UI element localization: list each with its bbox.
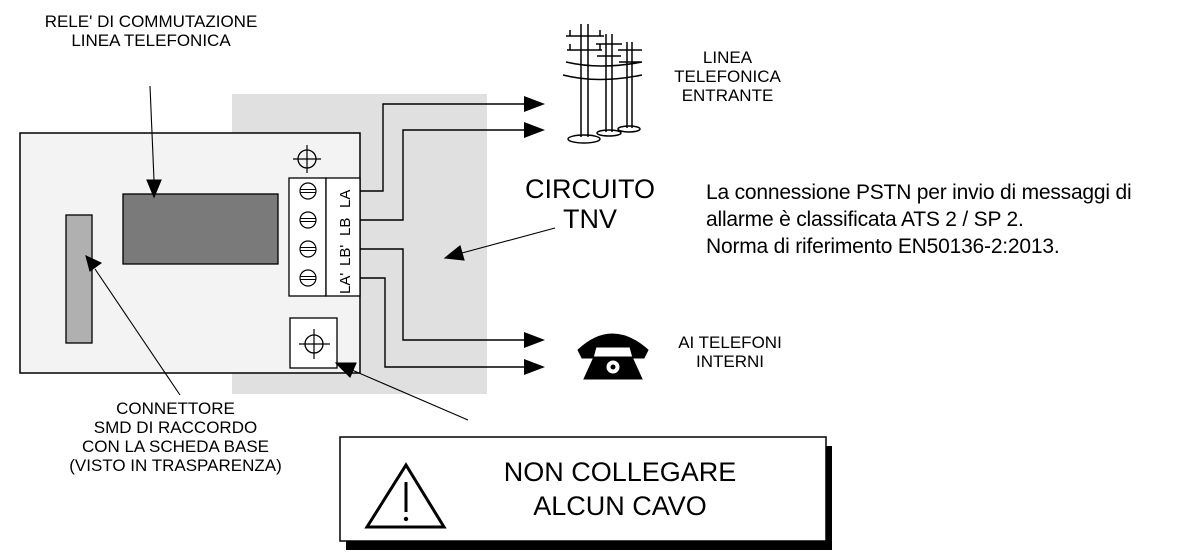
internal-phones-label-line-2: INTERNI (696, 352, 764, 372)
connector-leader-arrow (85, 255, 103, 272)
internal-phones-label: AI TELEFONI INTERNI (660, 333, 800, 371)
circuit-leader (461, 227, 556, 254)
connector-label-line-3: CON LA SCHEDA BASE (81, 437, 270, 457)
terminal-label-lb: LB (337, 218, 354, 236)
arrow-head-2 (524, 122, 545, 138)
arrow-head-1 (524, 96, 545, 112)
wire-lb-prime (360, 248, 525, 341)
circuit-label-line-1: CIRCUITO (524, 174, 655, 204)
connector-label-line-4: (VISTO IN TRASPARENZA) (69, 456, 282, 476)
telephone-poles-icon (562, 24, 643, 144)
connector-label-line-1: CONNETTORE (116, 399, 235, 418)
leader-lines (85, 85, 556, 421)
warning-text-line-2: ALCUN CAVO (533, 490, 707, 521)
pstn-note: La connessione PSTN per invio di messagg… (706, 180, 1132, 261)
terminal-block: LA LB LB' LA' (288, 177, 361, 297)
smd-connector (65, 214, 93, 344)
relay-leader-arrow (146, 179, 162, 199)
wires (360, 103, 525, 368)
terminal-screw-4 (299, 269, 317, 287)
incoming-line-label: LINEA TELEFONICA ENTRANTE (660, 48, 795, 105)
connector-leader (94, 268, 181, 396)
connector-label-line-2: SMD DI RACCORDO (93, 418, 258, 438)
terminal-label-la: LA (337, 190, 354, 208)
relay-label-line-2: LINEA TELEFONICA (71, 31, 231, 51)
warning-triangle-icon (364, 462, 447, 529)
relay-block (122, 193, 279, 265)
warning-text-line-1: NON COLLEGARE (503, 457, 737, 487)
wire-la-prime (360, 277, 525, 368)
incoming-line-label-line-3: ENTRANTE (681, 86, 774, 106)
relay-label: RELE' DI COMMUTAZIONE LINEA TELEFONICA (26, 12, 276, 50)
pstn-note-line-1: La connessione PSTN per invio di messagg… (706, 181, 1132, 204)
warning-leader-arrow (334, 362, 357, 378)
pstn-note-line-2: allarme è classificata ATS 2 / SP 2. (706, 207, 1024, 231)
warning-text: NON COLLEGARE ALCUN CAVO (470, 456, 770, 524)
terminal-screw-2 (299, 211, 317, 229)
telephone-icon (577, 333, 649, 380)
incoming-line-label-line-1: LINEA (702, 48, 753, 67)
arrow-head-4 (524, 359, 545, 375)
terminal-label-la-prime: LA' (337, 273, 354, 294)
circuit-label: CIRCUITO TNV (500, 174, 680, 234)
terminal-screw-1 (299, 182, 317, 200)
circuit-label-line-2: TNV (563, 203, 617, 234)
warning-leader (351, 369, 469, 421)
wire-la (360, 103, 525, 192)
wire-lb (360, 129, 525, 221)
terminal-screw-3 (299, 240, 317, 258)
circuit-leader-arrow (443, 245, 465, 261)
warning-box (339, 436, 832, 550)
arrow-head-3 (524, 332, 545, 348)
relay-label-line-1: RELE' DI COMMUTAZIONE (44, 12, 258, 31)
incoming-line-label-line-2: TELEFONICA (674, 67, 781, 87)
internal-phones-label-line-1: AI TELEFONI (678, 333, 782, 352)
top-screw-icon (293, 145, 321, 173)
terminal-label-lb-prime: LB' (337, 245, 354, 266)
relay-leader (149, 85, 155, 181)
connector-label: CONNETTORE SMD DI RACCORDO CON LA SCHEDA… (28, 399, 323, 475)
pstn-note-line-3: Norma di riferimento EN50136-2:2013. (706, 234, 1060, 258)
wire-arrowheads (524, 96, 545, 375)
bottom-screw-icon (289, 317, 338, 369)
